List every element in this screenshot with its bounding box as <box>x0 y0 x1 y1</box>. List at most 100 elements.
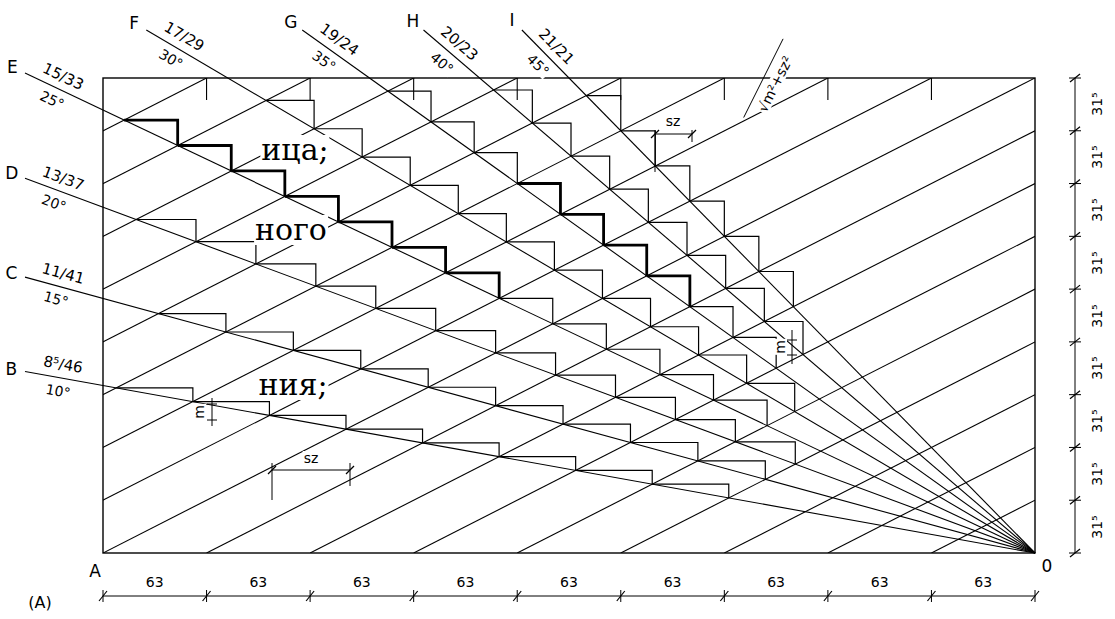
stair-step-bold <box>231 171 285 196</box>
stair-steps <box>116 90 803 498</box>
point-label: F <box>128 14 140 31</box>
dimension-tick <box>1069 130 1081 131</box>
dimension-value: 31⁵ <box>1090 514 1104 539</box>
dimension-tick <box>787 355 797 356</box>
dimension-tick <box>1070 338 1080 346</box>
dimension-value: 31⁵ <box>1090 197 1104 222</box>
stair-step <box>388 91 431 122</box>
pitch-ray <box>25 277 1035 553</box>
stair-step-bold <box>446 273 500 298</box>
stair-step <box>652 484 729 498</box>
dimension-tick <box>1069 236 1081 237</box>
stair-step <box>554 270 602 298</box>
frame-rect <box>103 78 1035 553</box>
stair-step <box>621 131 656 166</box>
top-ticks <box>207 78 932 100</box>
top-tick <box>310 78 311 100</box>
dimension-tick <box>1070 74 1080 82</box>
dimension-tick <box>827 590 828 602</box>
point-label: H <box>405 12 420 29</box>
dimension-value: 31⁵ <box>1090 356 1104 381</box>
dimension-line <box>655 134 692 135</box>
dimension-tick <box>103 590 104 602</box>
dimension-value: 63 <box>973 575 993 589</box>
step-ratio: 13/37 <box>39 164 87 194</box>
pitch-angle: 20° <box>39 192 69 214</box>
dimension-value: 31⁵ <box>1090 408 1104 433</box>
top-tick <box>413 78 414 100</box>
frame <box>103 78 1035 553</box>
stair-step-bold <box>338 222 392 247</box>
stair-step <box>610 189 649 222</box>
stair-step <box>660 375 714 400</box>
stair-step <box>747 383 795 411</box>
stair-step <box>615 397 675 419</box>
dimension-tick <box>1070 232 1080 240</box>
dimension-tick <box>346 466 354 474</box>
annotation-dimensions <box>207 39 797 500</box>
stair-step <box>690 201 725 236</box>
stair-step <box>499 298 553 323</box>
dimension-symbol: √m²+sz² <box>755 53 795 115</box>
dimension-value: 31⁵ <box>1090 303 1104 328</box>
dimension-symbol: m <box>192 404 206 420</box>
step-rule-line <box>310 184 1035 553</box>
dimension-symbol: sz <box>303 451 320 465</box>
step-rule-line <box>207 131 1035 553</box>
stair-step <box>494 90 533 123</box>
pitch-angle: 10° <box>44 381 73 400</box>
step-rule-line <box>103 78 1035 553</box>
stair-step-bold <box>392 247 446 272</box>
stair-step <box>563 424 630 442</box>
dimension-line <box>1075 78 1076 553</box>
dimension-tick <box>931 590 932 602</box>
dimension-tick <box>1069 553 1081 554</box>
stair-step <box>698 461 765 479</box>
point-label: A <box>88 563 102 580</box>
point-label: E <box>6 58 19 75</box>
step-rule-lines <box>103 78 1035 553</box>
stair-step <box>116 388 193 402</box>
stair-step <box>553 324 607 349</box>
stair-step <box>362 157 410 185</box>
dimension-value: 31⁵ <box>1090 144 1104 169</box>
dimension-tick <box>310 590 311 602</box>
stair-step <box>687 255 726 288</box>
stair-step <box>714 400 768 425</box>
dimension-tick <box>1069 500 1081 501</box>
step-rule-line <box>621 342 1035 553</box>
dimension-tick <box>206 590 207 602</box>
step-rule-line <box>103 78 1035 553</box>
step-ratio: 11/41 <box>39 261 87 287</box>
stair-step <box>474 153 517 184</box>
stair-step <box>630 443 697 461</box>
stair-step <box>648 222 687 255</box>
dimension-tick <box>1031 591 1039 601</box>
stair-step <box>499 457 576 471</box>
stair-step <box>436 331 496 353</box>
pitch-angle: 45° <box>523 50 552 79</box>
stair-step <box>316 286 376 308</box>
stair-step <box>724 236 759 271</box>
stair-step <box>726 288 765 321</box>
stair-step <box>759 272 794 307</box>
dimension-tick <box>1070 496 1080 504</box>
dimension-tick <box>617 591 625 601</box>
pitch-ray <box>25 178 1035 553</box>
dimension-tick <box>207 404 217 405</box>
stair-step <box>496 406 563 424</box>
pitch-angle: 25° <box>37 88 67 112</box>
step-rule-line <box>103 78 1035 553</box>
stair-step <box>256 264 316 286</box>
dimension-tick <box>824 591 832 601</box>
dimension-tick <box>724 590 725 602</box>
stair-step <box>655 166 690 201</box>
dimension-line <box>792 330 793 364</box>
point-label: B <box>4 360 18 377</box>
dimension-tick <box>720 591 728 601</box>
extension-line <box>272 463 273 500</box>
stair-step <box>423 443 500 457</box>
dimension-tick <box>413 590 414 602</box>
stair-step <box>269 415 346 429</box>
dimension-tick <box>1069 341 1081 342</box>
